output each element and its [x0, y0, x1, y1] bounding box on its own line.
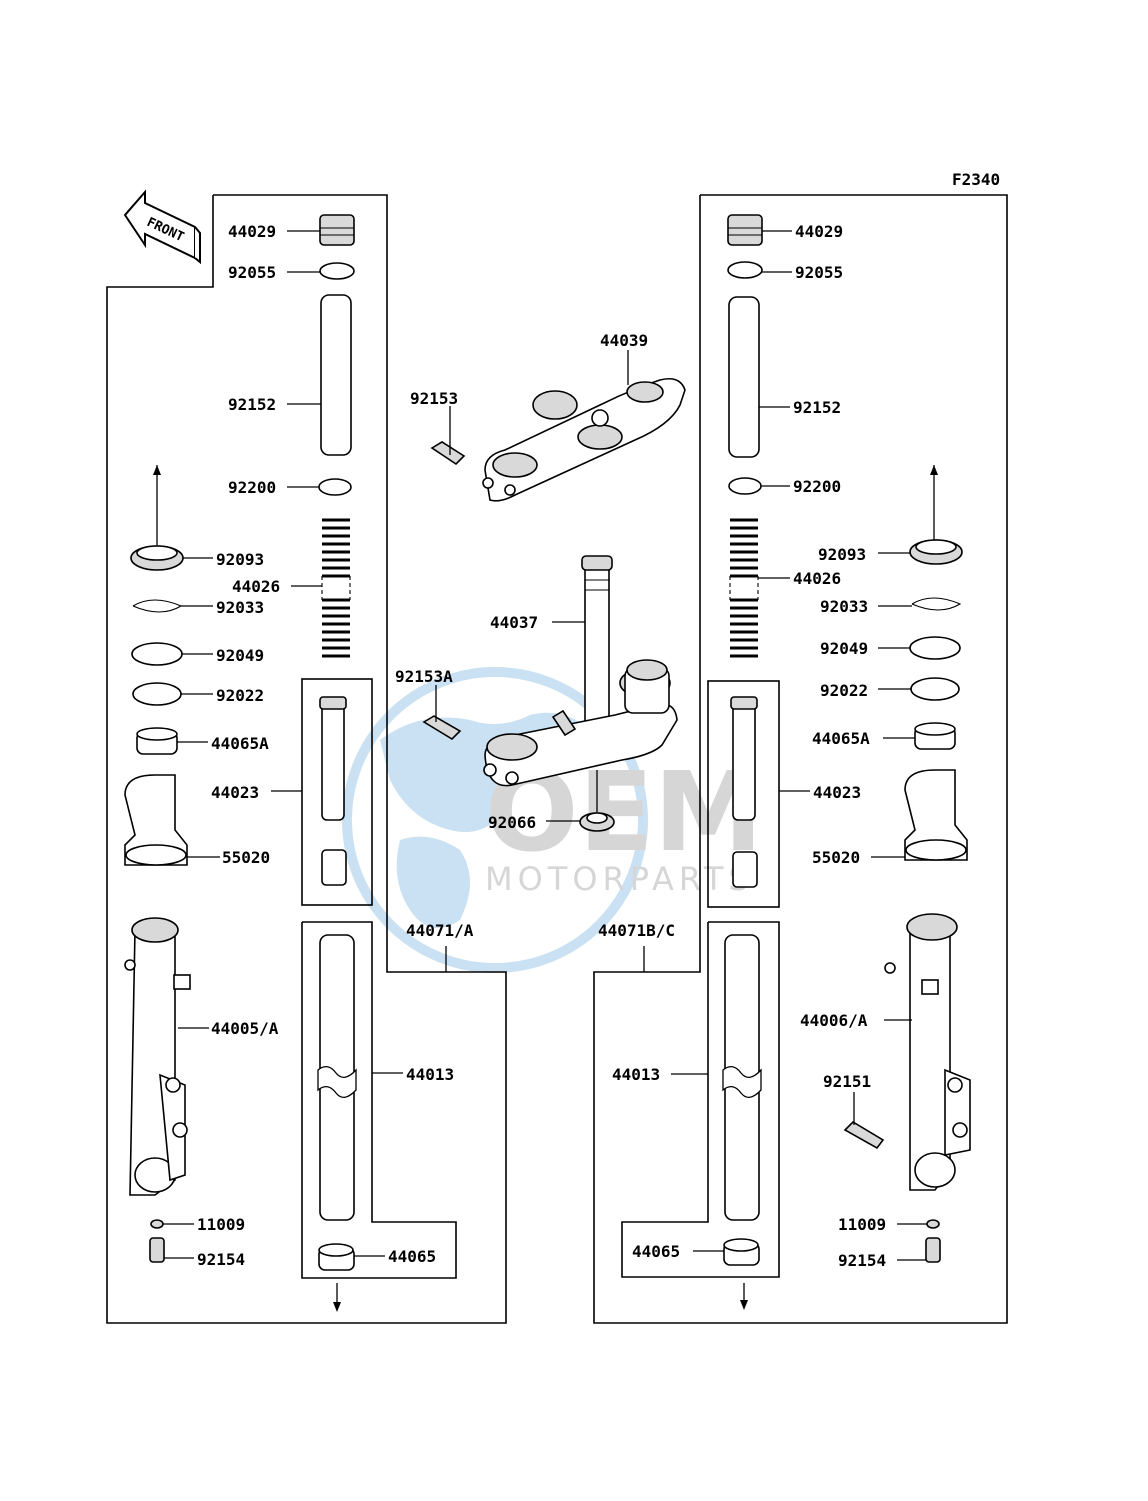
center-parts [422, 377, 686, 832]
label-r-44013: 44013 [612, 1065, 660, 1084]
label-44005a: 44005/A [211, 1019, 279, 1038]
label-92055: 92055 [228, 263, 276, 282]
label-44029: 44029 [228, 222, 276, 241]
label-92152: 92152 [228, 395, 276, 414]
label-92049: 92049 [216, 646, 264, 665]
label-44013: 44013 [406, 1065, 454, 1084]
label-44039: 44039 [600, 331, 648, 350]
right-leaders [643, 230, 927, 1261]
label-44071a: 44071/A [406, 921, 474, 940]
center-leaders [435, 350, 629, 822]
left-leaders [163, 230, 447, 1259]
label-44023: 44023 [211, 783, 259, 802]
label-r-92154: 92154 [838, 1251, 886, 1270]
label-44065: 44065 [388, 1247, 436, 1266]
right-pipe-box [621, 921, 780, 1278]
label-92033: 92033 [216, 598, 264, 617]
label-r-92033: 92033 [820, 597, 868, 616]
label-44037: 44037 [490, 613, 538, 632]
label-44026: 44026 [232, 577, 280, 596]
label-r-44065: 44065 [632, 1242, 680, 1261]
label-r-44065a: 44065A [812, 729, 870, 748]
watermark-sub: MOTORPARTS [485, 860, 754, 898]
figure-code: F2340 [952, 170, 1000, 189]
label-r-92151: 92151 [823, 1072, 871, 1091]
label-92154: 92154 [197, 1250, 245, 1269]
left-inner-tube-box [301, 678, 373, 906]
label-r-92022: 92022 [820, 681, 868, 700]
label-r-11009: 11009 [838, 1215, 886, 1234]
label-92200: 92200 [228, 478, 276, 497]
label-r-44023: 44023 [813, 783, 861, 802]
label-44065a: 44065A [211, 734, 269, 753]
front-arrow-icon: FRONT [123, 189, 201, 265]
left-frame [106, 194, 507, 1324]
label-r-92055: 92055 [795, 263, 843, 282]
label-r-44029: 44029 [795, 222, 843, 241]
label-r-92200: 92200 [793, 477, 841, 496]
label-r-44026: 44026 [793, 569, 841, 588]
label-11009: 11009 [197, 1215, 245, 1234]
label-r-44006a: 44006/A [800, 1011, 868, 1030]
right-fork-parts [722, 214, 971, 1310]
label-r-92049: 92049 [820, 639, 868, 658]
right-inner-tube-box [707, 680, 780, 908]
label-92022: 92022 [216, 686, 264, 705]
label-92093: 92093 [216, 550, 264, 569]
label-r-44071bc: 44071B/C [598, 921, 675, 940]
label-92153: 92153 [410, 389, 458, 408]
right-frame [593, 194, 1008, 1324]
label-92153a: 92153A [395, 667, 453, 686]
label-92066: 92066 [488, 813, 536, 832]
label-r-92152: 92152 [793, 398, 841, 417]
label-r-92093: 92093 [818, 545, 866, 564]
label-r-55020: 55020 [812, 848, 860, 867]
left-fork-parts [124, 214, 357, 1312]
label-55020: 55020 [222, 848, 270, 867]
left-pipe-box [301, 921, 457, 1279]
